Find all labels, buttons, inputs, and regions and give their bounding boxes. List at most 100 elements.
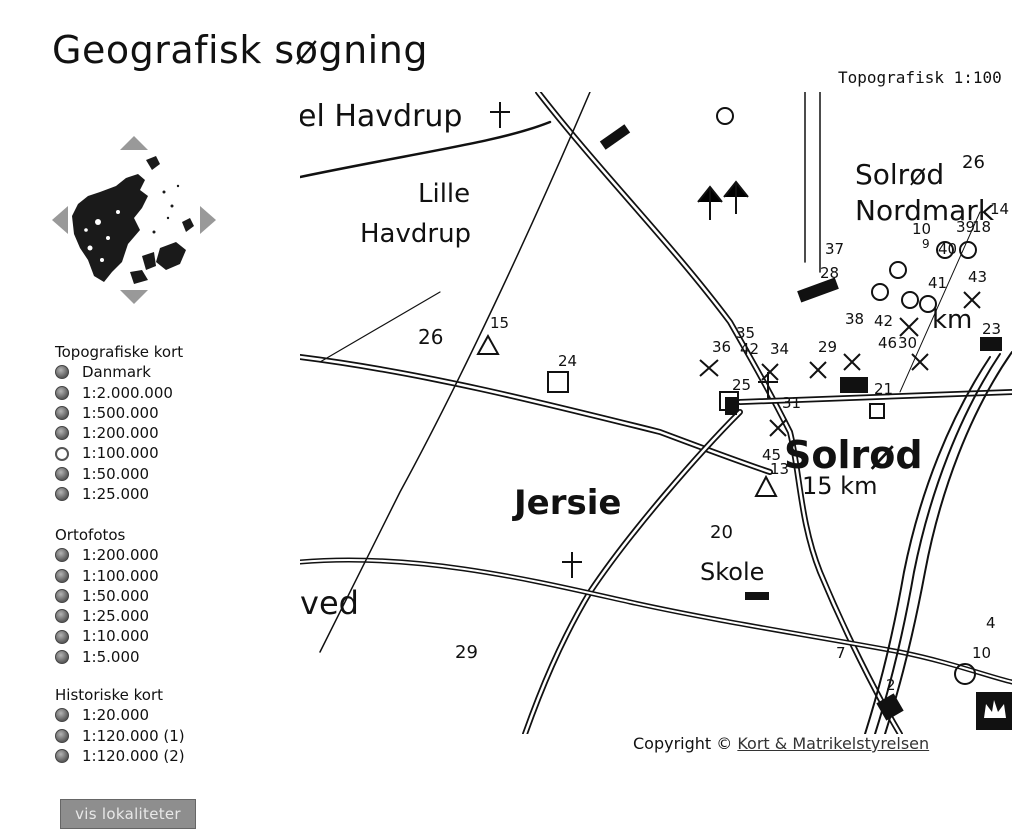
radio-button[interactable] <box>55 548 69 563</box>
copyright-link[interactable]: Kort & Matrikelstyrelsen <box>737 734 930 753</box>
layer-item[interactable]: 1:100.000 <box>55 443 183 463</box>
spot-label: 37 <box>825 240 844 258</box>
copyright-prefix: Copyright © <box>633 734 733 753</box>
spot-label: 23 <box>982 320 1001 338</box>
spot-label: 14 <box>990 200 1009 218</box>
layer-label: 1:100.000 <box>82 444 159 463</box>
layer-label: 1:120.000 (2) <box>82 746 185 765</box>
layer-label: 1:10.000 <box>82 627 150 646</box>
radio-button[interactable] <box>55 487 69 502</box>
place-name-solrod-nordmark-1: Solrød <box>855 158 944 191</box>
group-title: Ortofotos <box>55 526 126 544</box>
denmark-overview-map[interactable] <box>68 152 198 287</box>
spot-label: 43 <box>968 268 987 286</box>
map-scale-label: Topografisk 1:100 <box>838 68 1002 87</box>
place-name-ved: ved <box>300 584 359 622</box>
spot-label: 35 <box>736 324 755 342</box>
layer-label: Danmark <box>82 363 151 382</box>
spot-label: 45 <box>762 446 781 464</box>
place-name-solrod-distance: 15 km <box>802 472 877 500</box>
radio-button[interactable] <box>55 426 69 441</box>
topographic-map[interactable]: el Havdrup Lille Havdrup Solrød Nordmark… <box>300 92 1012 734</box>
spot-label: 39 <box>956 218 975 236</box>
group-historiske-kort: Historiske kort 1:20.000 1:120.000 (1) 1… <box>55 685 185 766</box>
radio-button[interactable] <box>55 589 69 604</box>
spot-label: 13 <box>770 460 789 478</box>
layer-item[interactable]: 1:25.000 <box>55 484 183 504</box>
layer-label: 1:25.000 <box>82 607 150 626</box>
layer-item[interactable]: 1:120.000 (2) <box>55 746 185 766</box>
spot-label: 42 <box>740 340 759 358</box>
radio-button[interactable] <box>55 365 69 380</box>
spot-label: 40 <box>938 240 957 258</box>
radio-button[interactable] <box>55 708 69 723</box>
spot-label: 28 <box>820 264 839 282</box>
layer-item[interactable]: 1:25.000 <box>55 606 159 626</box>
place-name-havdrup: el Havdrup <box>300 99 462 134</box>
place-name-lille: Lille <box>418 179 470 209</box>
layer-item[interactable]: 1:50.000 <box>55 586 159 606</box>
spot-label: 31 <box>782 394 801 412</box>
place-name-km: km <box>932 305 972 335</box>
layer-item[interactable]: 1:120.000 (1) <box>55 726 185 746</box>
layer-label: 1:25.000 <box>82 485 150 504</box>
vis-lokaliteter-button[interactable]: vis lokaliteter <box>60 799 196 829</box>
layer-label: 1:200.000 <box>82 546 159 565</box>
spot-label: 34 <box>770 340 789 358</box>
spot-label: 24 <box>558 352 577 370</box>
spot-label: 42 <box>874 312 893 330</box>
spot-label: 38 <box>845 310 864 328</box>
place-name-skole: Skole <box>700 558 764 586</box>
radio-button[interactable] <box>55 728 69 743</box>
radio-button[interactable] <box>55 609 69 624</box>
copyright-notice: Copyright © Kort & Matrikelstyrelsen <box>633 734 929 753</box>
pan-down-icon[interactable] <box>120 290 148 304</box>
spot-label: 4 <box>986 614 996 632</box>
layer-item[interactable]: Danmark <box>55 362 183 382</box>
spot-label: 21 <box>874 380 893 398</box>
layer-item[interactable]: 1:20.000 <box>55 705 185 725</box>
layer-label: 1:5.000 <box>82 647 140 666</box>
pan-left-icon[interactable] <box>52 206 68 234</box>
spot-label: 10 <box>912 220 931 238</box>
place-name-havdrup-2: Havdrup <box>360 219 471 249</box>
spot-label: 18 <box>972 218 991 236</box>
group-title: Historiske kort <box>55 686 163 704</box>
spot-label: 41 <box>928 274 947 292</box>
layer-label: 1:2.000.000 <box>82 383 173 402</box>
radio-button[interactable] <box>55 568 69 583</box>
layer-item[interactable]: 1:50.000 <box>55 464 183 484</box>
place-name-jersie: Jersie <box>512 483 621 523</box>
layer-label: 1:20.000 <box>82 706 150 725</box>
overview-navigator <box>50 132 220 312</box>
layer-label: 1:200.000 <box>82 424 159 443</box>
radio-button[interactable] <box>55 629 69 644</box>
radio-button[interactable] <box>55 466 69 481</box>
place-name-solrod-nordmark-2: Nordmark <box>855 194 995 227</box>
layer-label: 1:50.000 <box>82 586 150 605</box>
layer-item[interactable]: 1:5.000 <box>55 647 159 667</box>
group-ortofotos: Ortofotos 1:200.000 1:100.000 1:50.000 1… <box>55 525 159 667</box>
radio-button[interactable] <box>55 749 69 764</box>
radio-button[interactable] <box>55 385 69 400</box>
spot-label: 7 <box>836 644 846 662</box>
radio-button[interactable] <box>55 649 69 664</box>
pan-right-icon[interactable] <box>200 206 216 234</box>
layer-item[interactable]: 1:500.000 <box>55 403 183 423</box>
pan-up-icon[interactable] <box>120 136 148 150</box>
spot-label: 26 <box>962 152 985 173</box>
layer-item[interactable]: 1:100.000 <box>55 566 159 586</box>
radio-button[interactable] <box>55 406 69 421</box>
layer-item[interactable]: 1:200.000 <box>55 423 183 443</box>
spot-label: 10 <box>972 644 991 662</box>
spot-label: 25 <box>732 376 751 394</box>
radio-button-selected[interactable] <box>55 446 69 461</box>
spot-label: 15 <box>490 314 509 332</box>
layer-item[interactable]: 1:10.000 <box>55 626 159 646</box>
layer-label: 1:500.000 <box>82 403 159 422</box>
spot-label: 2 <box>886 676 896 694</box>
layer-item[interactable]: 1:2.000.000 <box>55 383 183 403</box>
layer-item[interactable]: 1:200.000 <box>55 545 159 565</box>
layer-label: 1:100.000 <box>82 566 159 585</box>
spot-label: 46 <box>878 334 897 352</box>
